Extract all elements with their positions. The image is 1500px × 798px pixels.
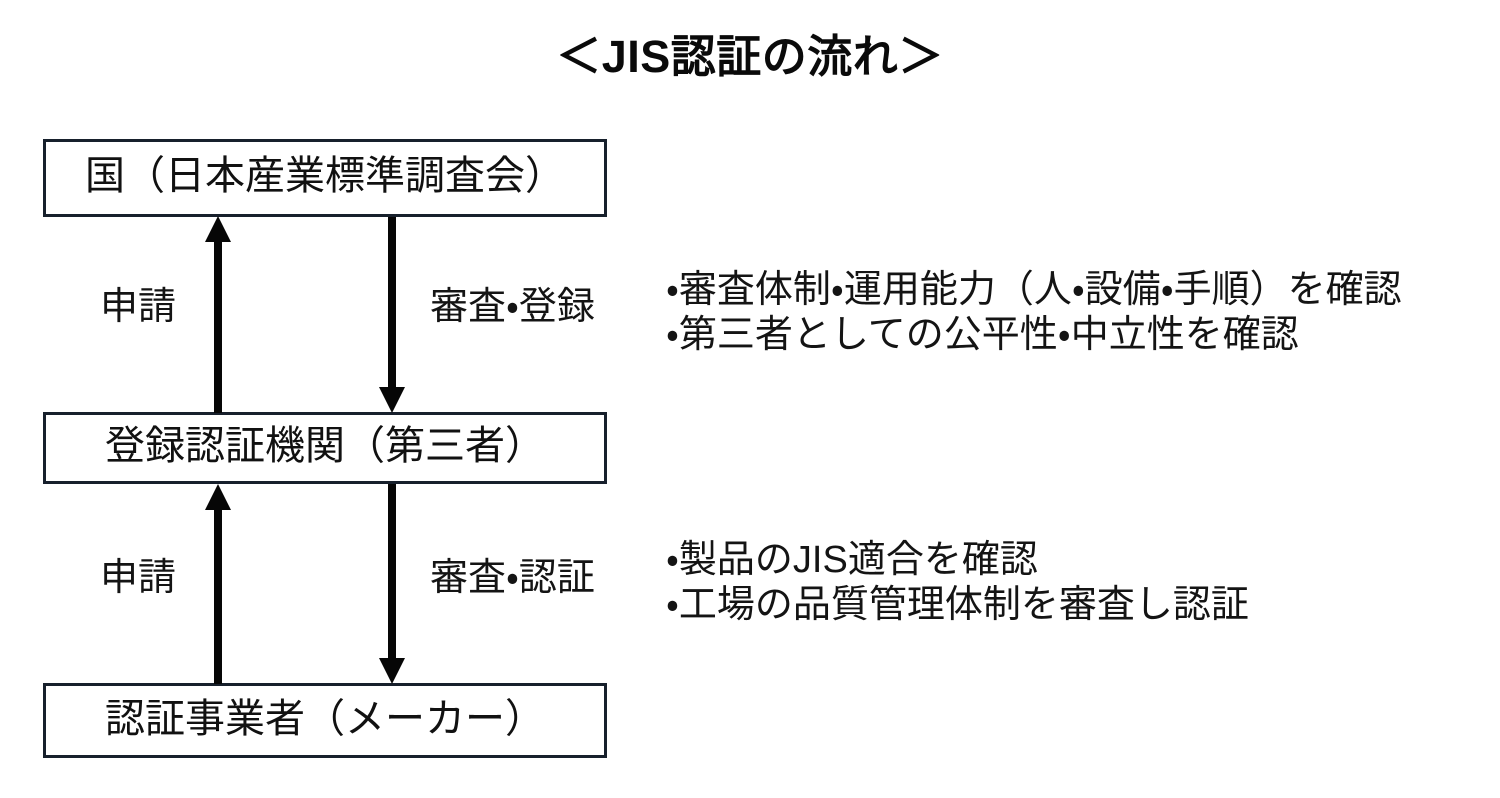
arrowhead-down-icon xyxy=(379,658,405,684)
notes-upper: ・審査体制・運用能力（人・設備・手順）を確認 ・第三者としての公平性・中立性を確… xyxy=(666,268,1402,358)
note-line: ・審査体制・運用能力（人・設備・手順）を確認 xyxy=(666,269,1402,311)
arrow-down-review-certification-icon xyxy=(379,484,405,684)
arrow-shaft xyxy=(388,217,396,393)
note-line: ・第三者としての公平性・中立性を確認 xyxy=(666,314,1299,356)
diagram-title: ＜JIS認証の流れ＞ xyxy=(556,31,944,82)
note-line: ・工場の品質管理体制を審査し認証 xyxy=(666,584,1249,626)
arrow-label-apply-lower: 申請 xyxy=(100,557,177,599)
notes-lower: ・製品のJIS適合を確認 ・工場の品質管理体制を審査し認証 xyxy=(666,538,1249,628)
node-label-manufacturer: 認証事業者（メーカー） xyxy=(105,696,545,741)
arrow-shaft xyxy=(214,504,222,684)
arrow-shaft xyxy=(388,484,396,664)
arrow-label-review-certification: 審査・認証 xyxy=(430,557,595,599)
node-label-state: 国（日本産業標準調査会） xyxy=(85,154,565,198)
arrowhead-down-icon xyxy=(379,387,405,413)
arrow-down-review-registration-icon xyxy=(379,217,405,413)
node-box-state: 国（日本産業標準調査会） xyxy=(43,139,607,217)
arrow-shaft xyxy=(214,236,222,413)
node-box-manufacturer: 認証事業者（メーカー） xyxy=(43,683,607,758)
arrow-up-apply-to-state-icon xyxy=(205,216,231,413)
node-box-certification-body: 登録認証機関（第三者） xyxy=(43,412,607,484)
node-label-certification-body: 登録認証機関（第三者） xyxy=(105,424,545,468)
arrow-up-apply-to-body-icon xyxy=(205,484,231,684)
arrow-label-review-registration: 審査・登録 xyxy=(430,286,595,328)
arrow-label-apply-upper: 申請 xyxy=(100,286,177,328)
note-line: ・製品のJIS適合を確認 xyxy=(666,539,1038,581)
